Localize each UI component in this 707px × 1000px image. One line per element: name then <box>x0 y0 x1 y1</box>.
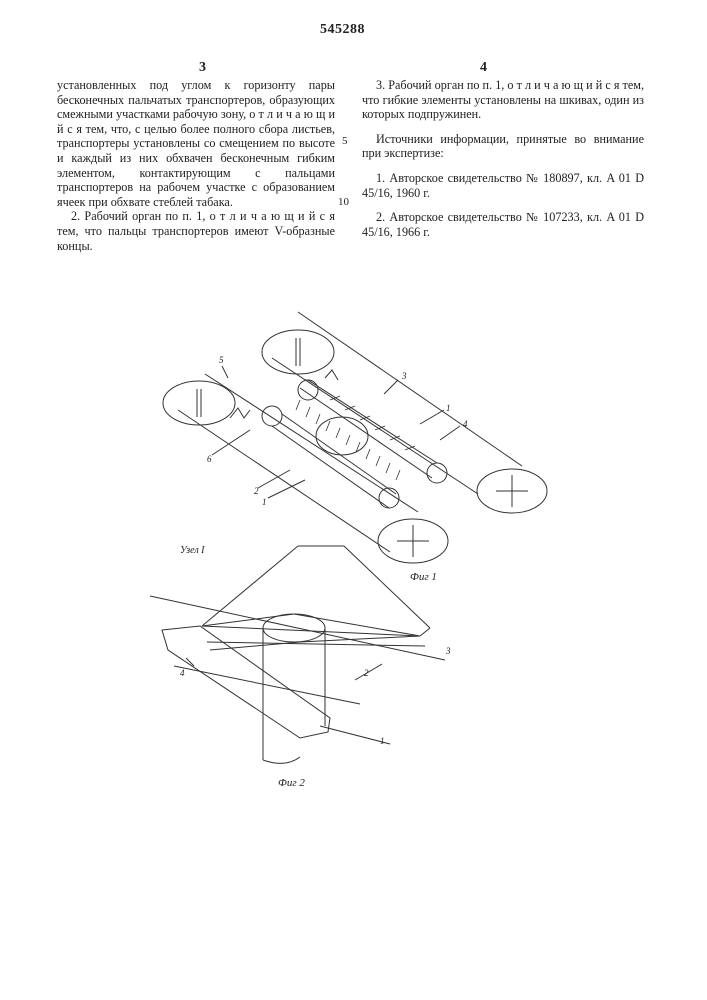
figure-2-drawing <box>150 546 445 763</box>
fig2-label-2: 2 <box>364 668 369 678</box>
fig2-label-4: 4 <box>180 668 185 678</box>
fig2-label-1: 1 <box>380 736 385 746</box>
figure-1-caption: Фиг 1 <box>410 571 437 583</box>
fig2-label-3: 3 <box>445 646 451 656</box>
fig1-label-1-top: 1 <box>446 403 451 413</box>
fig1-label-6: 6 <box>207 454 212 464</box>
fig1-label-3: 3 <box>401 371 407 381</box>
fig1-label-5: 5 <box>219 355 224 365</box>
figure-2-node-label: Узел I <box>180 545 205 556</box>
figure-1-drawing <box>163 312 547 563</box>
fig1-label-1-bottom: 1 <box>262 497 267 507</box>
figure-2-caption: Фиг 2 <box>278 777 305 789</box>
fig1-label-2: 2 <box>254 486 259 496</box>
fig1-label-4: 4 <box>463 419 468 429</box>
